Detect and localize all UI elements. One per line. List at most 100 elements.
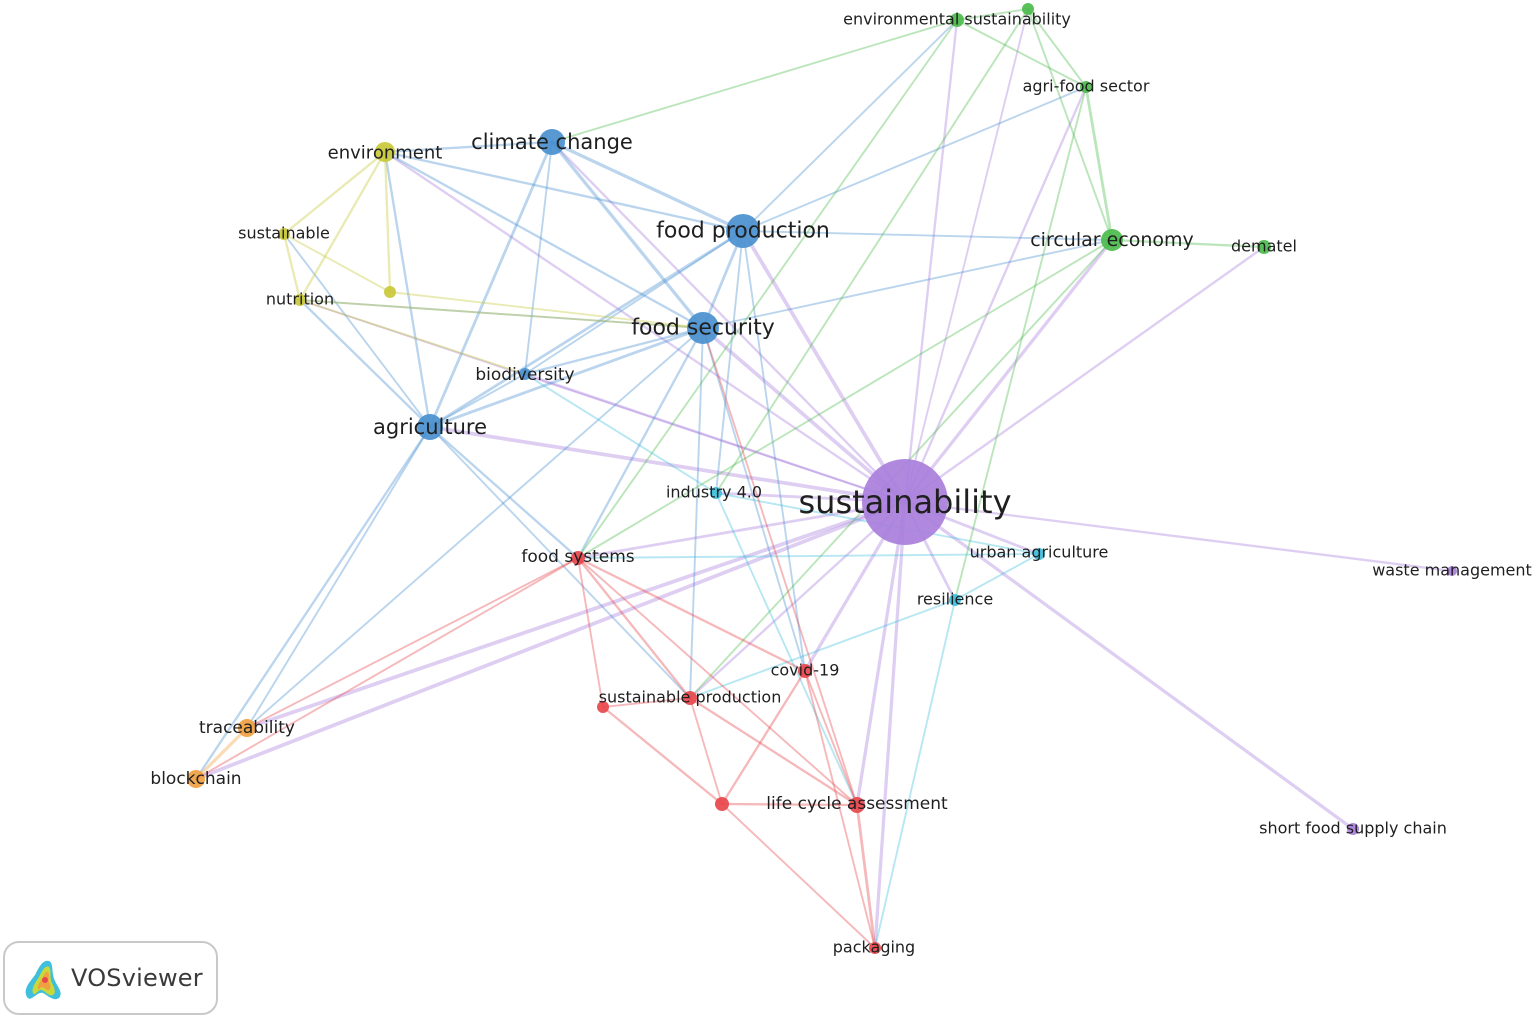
label-blockchain: blockchain: [150, 769, 241, 789]
link-industry-4-0-life-cycle-assessment: [715, 492, 858, 806]
label-short-food-supply-chain: short food supply chain: [1259, 819, 1447, 838]
link-nutrition-biodiversity: [299, 299, 526, 375]
link-environmental-sustainability-food-systems: [577, 19, 958, 559]
link-sustainability-dematel: [903, 245, 1266, 504]
label-packaging: packaging: [833, 938, 915, 957]
link-food-production-environmental-sustainability: [742, 19, 958, 232]
link-sustainability-food-security: [701, 326, 907, 504]
link-climate-change-agriculture: [428, 140, 554, 429]
label-food-systems: food systems: [521, 547, 634, 567]
node-environmental-sustainability[interactable]: [950, 13, 964, 27]
node-short-food-supply-chain[interactable]: [1347, 823, 1359, 835]
link-agriculture-environment: [383, 150, 432, 429]
label-urban-agriculture: urban agriculture: [970, 543, 1109, 562]
link-circular-economy-dematel: [1110, 238, 1266, 249]
node-sustainable-production[interactable]: [683, 691, 697, 705]
link-red-unlabeled-a-red-unlabeled-b: [601, 705, 724, 806]
node-green-top[interactable]: [1022, 3, 1034, 15]
link-sustainability-waste-management: [903, 500, 1454, 573]
link-agriculture-blockchain: [194, 425, 432, 781]
node-circular-economy[interactable]: [1101, 229, 1123, 251]
link-food-systems-blockchain: [195, 557, 579, 780]
link-covid-19-life-cycle-assessment: [804, 670, 858, 806]
link-sustainability-environmental-sustainability: [903, 18, 959, 504]
link-food-security-environment: [383, 150, 705, 330]
link-red-unlabeled-b-packaging: [721, 803, 876, 949]
node-dematel[interactable]: [1257, 240, 1271, 254]
link-environment-yellow-unlabeled: [383, 150, 392, 294]
node-life-cycle-assessment[interactable]: [849, 797, 865, 813]
node-industry-4-0[interactable]: [710, 487, 722, 499]
link-red-unlabeled-a-sustainable-production: [602, 697, 691, 708]
vosviewer-logo-icon: [25, 960, 61, 1000]
node-agriculture[interactable]: [417, 414, 443, 440]
link-sustainability-biodiversity: [523, 372, 907, 504]
link-sustainable-production-life-cycle-assessment: [688, 696, 859, 807]
link-food-systems-covid-19: [576, 556, 807, 673]
link-urban-agriculture-food-systems: [577, 553, 1040, 559]
link-sustainability-sustainable-production: [688, 500, 907, 700]
link-sustainability-packaging: [873, 500, 907, 950]
node-sustainability[interactable]: [862, 459, 948, 545]
link-sustainable-nutrition: [282, 232, 302, 302]
vosviewer-badge: VOSviewer: [3, 941, 218, 1015]
link-food-production-industry-4-0: [715, 230, 744, 494]
link-climate-change-environment: [383, 140, 554, 154]
node-waste-management[interactable]: [1447, 566, 1457, 576]
link-food-security-food-systems: [576, 326, 705, 560]
node-climate-change[interactable]: [539, 129, 565, 155]
vosviewer-badge-text: VOSviewer: [71, 964, 203, 992]
node-covid-19[interactable]: [798, 664, 812, 678]
node-yellow-unlabeled[interactable]: [384, 286, 396, 298]
node-food-security[interactable]: [687, 312, 719, 344]
link-covid-19-red-unlabeled-b: [720, 669, 807, 806]
link-sustainability-short-food-supply-chain: [903, 500, 1355, 831]
link-food-systems-life-cycle-assessment: [577, 557, 858, 806]
node-food-production[interactable]: [726, 214, 760, 248]
link-sustainability-circular-economy: [903, 238, 1114, 504]
node-biodiversity[interactable]: [519, 368, 531, 380]
label-dematel: dematel: [1231, 237, 1297, 256]
node-food-systems[interactable]: [571, 551, 585, 565]
node-blockchain[interactable]: [187, 770, 205, 788]
link-environmental-sustainability-climate-change: [551, 19, 958, 143]
label-waste-management: waste management: [1372, 561, 1532, 580]
node-environment[interactable]: [375, 142, 395, 162]
label-nutrition: nutrition: [266, 290, 334, 309]
node-resilience[interactable]: [949, 594, 961, 606]
link-sustainability-environment: [383, 150, 907, 504]
link-sustainable-production-red-unlabeled-b: [689, 697, 723, 805]
link-food-security-covid-19: [702, 327, 806, 672]
node-red-unlabeled-b[interactable]: [715, 797, 729, 811]
node-traceability[interactable]: [238, 719, 256, 737]
link-agri-food-sector-circular-economy: [1084, 85, 1114, 242]
link-life-cycle-assessment-packaging: [855, 803, 877, 950]
link-environmental-sustainability-green-top: [956, 8, 1029, 21]
link-food-production-food-security: [701, 229, 745, 330]
node-nutrition[interactable]: [294, 294, 306, 306]
link-food-security-biodiversity: [523, 326, 705, 376]
label-resilience: resilience: [917, 590, 993, 609]
link-food-security-traceability: [246, 327, 704, 729]
link-food-systems-sustainable-production: [576, 556, 692, 700]
node-packaging[interactable]: [869, 942, 881, 954]
label-environment: environment: [328, 143, 443, 164]
link-circular-economy-food-systems: [577, 239, 1113, 559]
link-environment-nutrition: [298, 150, 387, 302]
link-sustainability-blockchain: [194, 500, 907, 781]
link-agriculture-sustainable-production: [429, 426, 691, 699]
link-red-unlabeled-b-life-cycle-assessment: [720, 802, 859, 807]
link-sustainability-food-systems: [576, 500, 907, 560]
node-agri-food-sector[interactable]: [1080, 81, 1092, 93]
label-biodiversity: biodiversity: [475, 365, 574, 385]
link-green-top-industry-4-0: [715, 8, 1029, 494]
node-red-unlabeled-a[interactable]: [597, 701, 609, 713]
node-urban-agriculture[interactable]: [1033, 548, 1045, 560]
node-sustainable[interactable]: [278, 228, 290, 240]
link-food-security-sustainable-production: [689, 327, 704, 699]
link-food-security-nutrition: [299, 299, 704, 329]
link-green-top-circular-economy: [1027, 8, 1113, 241]
link-agriculture-biodiversity: [429, 373, 526, 428]
